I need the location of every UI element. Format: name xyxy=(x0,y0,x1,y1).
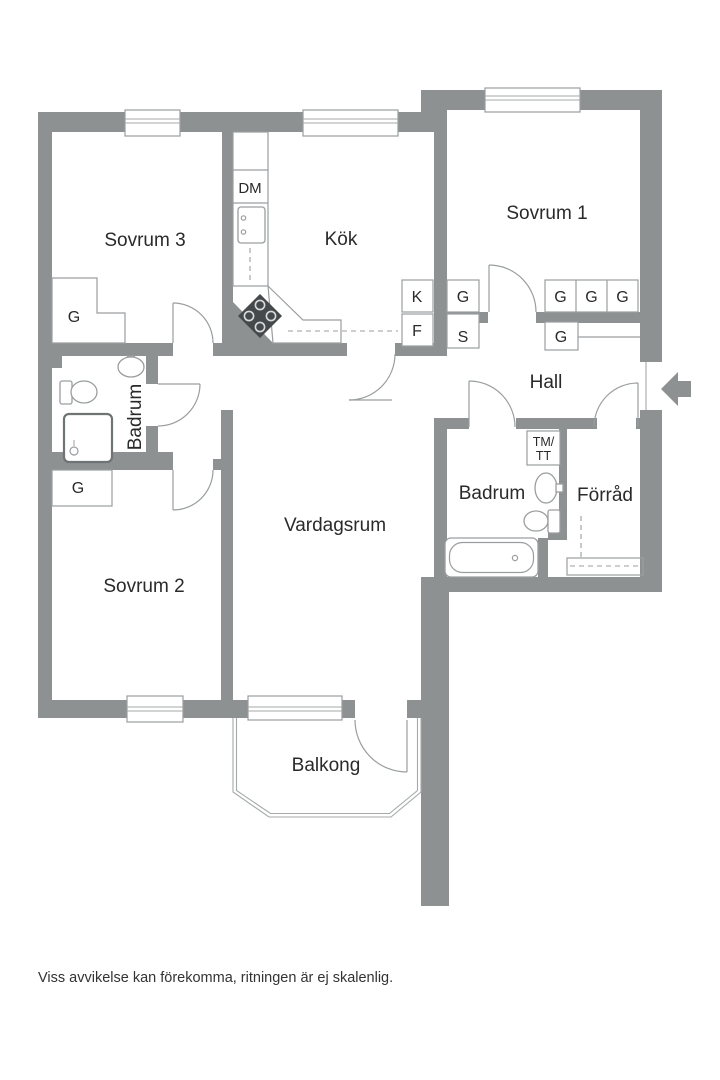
door-badrum-right xyxy=(468,380,516,428)
labels: Sovrum 3 Kök Sovrum 1 Hall Badrum Förråd… xyxy=(68,180,633,776)
wall-kitchen-divider xyxy=(222,132,273,343)
wardrobe-label: G xyxy=(72,480,84,497)
kitchen-sink xyxy=(237,206,266,244)
shower-icon xyxy=(62,412,114,464)
room-label-badrum-right: Badrum xyxy=(459,483,526,504)
fridge-box xyxy=(401,279,434,313)
shelf-outline xyxy=(566,557,644,576)
wall-mid-a xyxy=(38,343,173,356)
room-label-hall: Hall xyxy=(530,372,563,393)
wall-badrum2-west xyxy=(434,418,447,578)
door-forrad xyxy=(593,382,639,428)
pantry-box xyxy=(446,313,480,349)
wardrobe-sovrum3 xyxy=(51,277,126,344)
entrance-arrow-icon xyxy=(661,372,691,406)
bathtub-inner xyxy=(448,541,535,574)
wardrobe-label: G xyxy=(555,329,567,346)
kitchen-counter xyxy=(232,131,398,344)
closets xyxy=(51,277,640,507)
dryer-label: TT xyxy=(536,449,552,463)
wall-toilet-stub xyxy=(548,530,567,540)
toilet-tank xyxy=(547,509,561,534)
wall-hall-bottom-c xyxy=(636,418,644,429)
fridge-label: K xyxy=(412,289,423,306)
bathroom-right-fixtures xyxy=(444,472,564,578)
wall-top-step xyxy=(421,90,434,132)
toilet-bowl xyxy=(70,380,98,404)
wall-bath-bottom xyxy=(421,577,662,592)
wall-mid-b xyxy=(213,343,347,356)
pantry-label: S xyxy=(458,329,469,346)
room-label-kok: Kök xyxy=(325,229,358,250)
wall-badrum2-forrad-divider xyxy=(559,425,567,540)
wardrobe-sovrum2 xyxy=(51,469,113,507)
bathroom-left-fixtures xyxy=(59,355,145,464)
room-label-sovrum1: Sovrum 1 xyxy=(506,203,587,224)
shower-head-icon xyxy=(69,446,79,456)
wall-hall-bottom-b xyxy=(516,418,597,429)
toilet-bowl xyxy=(523,510,549,532)
door-badrum-left xyxy=(157,383,201,427)
balcony-outline xyxy=(232,718,422,818)
wall-sovrum1-bottom-right xyxy=(536,312,640,323)
freezer-label: F xyxy=(412,323,422,340)
wall-right-upper xyxy=(640,110,662,362)
wardrobe-label: G xyxy=(554,289,566,306)
sink-basin xyxy=(117,356,145,378)
wall-right-lower xyxy=(640,410,662,591)
wall-hall-bottom-a xyxy=(434,418,469,429)
room-label-balkong: Balkong xyxy=(292,755,361,776)
wall-sovrum2-divider xyxy=(221,410,233,700)
wall-badrum1-east-upper xyxy=(146,356,158,384)
washer-label: TM/ xyxy=(533,435,555,449)
wall-tub-stub xyxy=(538,538,548,578)
wardrobe-label: G xyxy=(616,289,628,306)
window-kok xyxy=(302,109,399,137)
stove-icon xyxy=(238,294,282,338)
wall-doorstop-tab xyxy=(213,459,221,470)
wardrobe-label: G xyxy=(68,309,80,326)
windows xyxy=(124,87,581,723)
wall-badrum1-east-lower xyxy=(146,426,158,454)
room-label-vardagsrum: Vardagsrum xyxy=(284,515,386,536)
wall-long-south xyxy=(421,592,449,906)
room-label-forrad: Förråd xyxy=(577,485,633,506)
room-label-badrum-left: Badrum xyxy=(125,384,146,451)
room-label-sovrum2: Sovrum 2 xyxy=(103,576,184,597)
walls xyxy=(38,90,662,906)
wall-left xyxy=(38,112,52,718)
wardrobe-label: G xyxy=(585,289,597,306)
wall-bottom-step xyxy=(407,700,421,718)
dishwasher-label: DM xyxy=(238,180,261,197)
storage-shelves xyxy=(566,516,644,576)
bathtub-outer xyxy=(444,537,539,578)
window-sovrum1 xyxy=(484,87,581,113)
window-sovrum2 xyxy=(126,695,184,723)
doors xyxy=(157,264,647,773)
faucet-dot xyxy=(240,215,247,221)
wardrobe-row-sovrum1 xyxy=(544,279,639,313)
counter-corner xyxy=(267,284,342,344)
wall-kok-sovrum1-divider xyxy=(434,110,447,356)
door-sovrum3 xyxy=(172,302,214,344)
wardrobe-hall-lower xyxy=(544,321,579,351)
wardrobe-label: G xyxy=(457,289,469,306)
window-sovrum3 xyxy=(124,109,181,137)
window-vardagsrum xyxy=(247,695,343,721)
disclaimer-text: Viss avvikelse kan förekomma, ritningen … xyxy=(38,970,393,986)
door-balkong xyxy=(354,719,408,773)
freezer-box xyxy=(401,313,434,347)
door-sovrum2 xyxy=(172,469,214,511)
washer-dryer-box xyxy=(526,430,561,466)
faucet-dot xyxy=(240,229,247,235)
sink-tap xyxy=(555,483,564,493)
toilet-tank xyxy=(59,380,73,405)
room-label-sovrum3: Sovrum 3 xyxy=(104,230,185,251)
bathtub-drain xyxy=(511,554,519,562)
wardrobe-hall-upper xyxy=(446,279,480,313)
door-sovrum1 xyxy=(488,264,537,313)
sink-basin xyxy=(534,472,558,504)
door-kok xyxy=(348,353,396,401)
